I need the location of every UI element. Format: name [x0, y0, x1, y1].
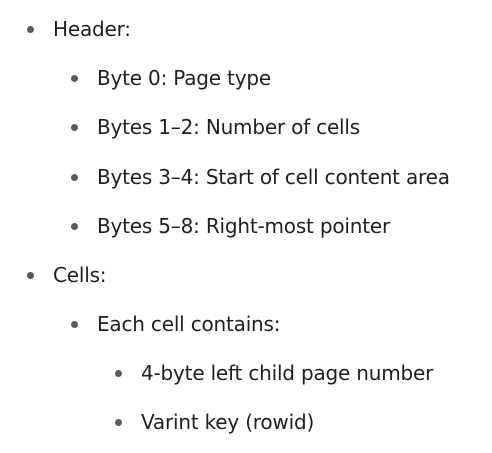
- list-item-label: Each cell contains:: [97, 312, 281, 336]
- list-item-label: Bytes 3–4: Start of cell content area: [97, 165, 450, 189]
- list-item-label: Cells:: [53, 263, 107, 287]
- list-item-label: Varint key (rowid): [141, 410, 315, 434]
- bullet-icon: [115, 370, 122, 377]
- bullet-icon: [71, 75, 78, 82]
- bullet-icon: [71, 174, 78, 181]
- list-item-label: Bytes 5–8: Right-most pointer: [97, 214, 390, 238]
- list-item-label: 4-byte left child page number: [141, 361, 434, 385]
- bullet-icon: [115, 419, 122, 426]
- bullet-icon: [27, 272, 34, 279]
- bullet-icon: [71, 124, 78, 131]
- bullet-icon: [71, 223, 78, 230]
- list-item-label: Byte 0: Page type: [97, 66, 271, 90]
- bullet-icon: [27, 26, 34, 33]
- list-item-label: Bytes 1–2: Number of cells: [97, 115, 360, 139]
- list-item-label: Header:: [53, 17, 131, 41]
- bullet-icon: [71, 321, 78, 328]
